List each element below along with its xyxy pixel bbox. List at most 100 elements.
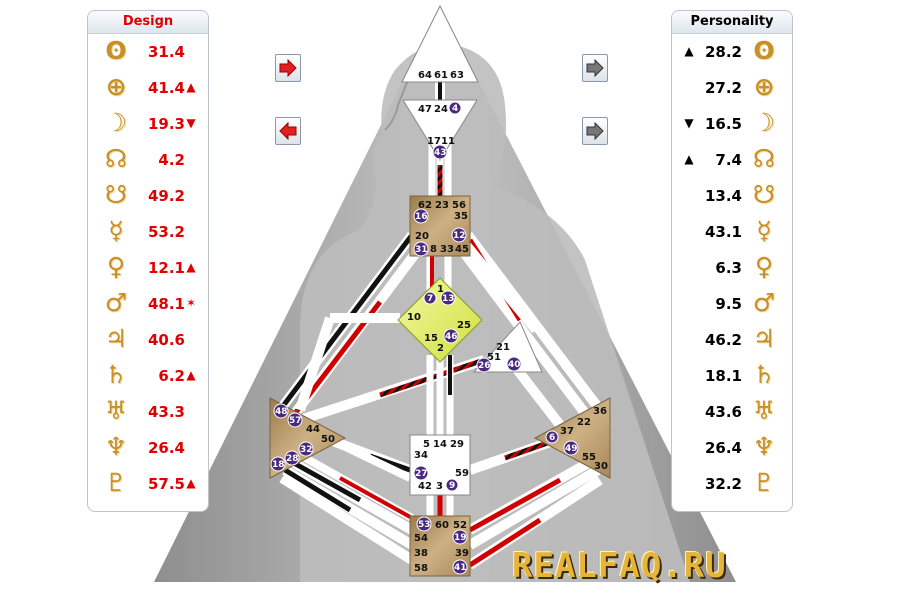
design-row-venus: ♀12.1▲	[88, 250, 208, 286]
gate-53-badge	[416, 516, 432, 532]
neptune-icon: ♆	[104, 432, 128, 461]
mars-icon: ♂	[104, 288, 128, 317]
sun-icon: ʘ	[753, 36, 775, 65]
gate-6-badge	[545, 430, 559, 444]
gate-46-badge	[443, 328, 459, 344]
design-prev-button[interactable]	[275, 117, 301, 145]
gate-27-badge	[413, 465, 429, 481]
g-center[interactable]: 1 7 13 10 25 15 46 2	[397, 277, 483, 363]
personality-row-saturn: ♄18.1	[672, 358, 792, 394]
gate-value: 16.5	[704, 115, 742, 133]
personality-row-neptune: ♆26.4	[672, 430, 792, 466]
gate-7: 7	[427, 294, 433, 304]
gate-32: 32	[300, 445, 313, 455]
gate-30: 30	[594, 461, 608, 472]
fixation-marker: ▲	[186, 80, 196, 94]
gate-value: 27.2	[704, 79, 742, 97]
gate-value: 32.2	[704, 475, 742, 493]
gate-17: 17	[427, 136, 441, 147]
gate-38: 38	[414, 548, 428, 559]
gate-21: 21	[496, 342, 510, 353]
gate-36: 36	[593, 406, 607, 417]
solar-plexus-center[interactable]: 36 22 37 6 49 55 30	[533, 397, 611, 479]
next-arrow-icon	[279, 59, 297, 77]
prev-arrow-icon	[279, 122, 297, 140]
gate-value: 28.2	[704, 43, 742, 61]
gate-value: 26.4	[704, 439, 742, 457]
design-row-moon: ☽19.3▼	[88, 106, 208, 142]
gate-33: 33	[440, 244, 454, 255]
mercury-icon: ☿	[756, 216, 772, 245]
gate-43: 43	[434, 148, 447, 158]
gate-56: 56	[452, 200, 466, 211]
personality-next-button[interactable]	[582, 54, 608, 82]
gate-9: 9	[449, 481, 455, 491]
north-node-icon: ☊	[104, 144, 128, 173]
gate-15: 15	[424, 333, 438, 344]
fixation-marker: ▲	[186, 476, 196, 490]
personality-row-uranus: ♅ 43.6	[672, 394, 792, 430]
pluto-icon: ♇	[752, 468, 776, 497]
gate-49-badge	[563, 440, 579, 456]
personality-row-south-node: ☋13.4	[672, 178, 792, 214]
gate-29: 29	[450, 439, 464, 450]
root-center[interactable]: 53 60 52 54 19 38 39 58 41	[409, 515, 471, 577]
gate-value: 53.2	[147, 223, 185, 241]
personality-forward-button[interactable]	[582, 117, 608, 145]
gate-43-badge	[432, 144, 448, 160]
personality-title: Personality	[672, 11, 792, 34]
design-row-mercury: ☿ 53.2	[88, 214, 208, 250]
head-center[interactable]: 64 61 63	[401, 4, 479, 83]
fixation-marker: ▲	[684, 44, 694, 58]
design-row-jupiter: ♃40.6	[88, 322, 208, 358]
gate-18-badge	[270, 456, 286, 472]
personality-row-venus: ♀6.3	[672, 250, 792, 286]
sacral-center[interactable]: 5 14 29 34 27 59 42 3 9	[409, 434, 471, 496]
fixation-marker: ▲	[684, 152, 694, 166]
gate-40: 40	[508, 360, 521, 370]
gate-57: 57	[289, 416, 302, 426]
gate-12: 12	[453, 231, 466, 241]
personality-row-mercury: ☿ 43.1	[672, 214, 792, 250]
earth-icon: ⊕	[753, 72, 775, 101]
personality-row-earth: ⊕ 27.2	[672, 70, 792, 106]
jupiter-icon: ♃	[104, 324, 128, 353]
gate-value: 46.2	[704, 331, 742, 349]
gate-6: 6	[549, 433, 555, 443]
gate-50: 50	[321, 434, 335, 445]
personality-row-north-node: ☊7.4▲	[672, 142, 792, 178]
mercury-icon: ☿	[108, 216, 124, 245]
next-arrow-icon	[586, 59, 604, 77]
personality-row-jupiter: ♃ 46.2	[672, 322, 792, 358]
design-row-uranus: ♅43.3	[88, 394, 208, 430]
fixation-marker: ▼	[186, 116, 196, 130]
ajna-center[interactable]: 47 24 4 17 11 43	[402, 99, 478, 161]
gate-value: 19.3	[147, 115, 185, 133]
gate-37: 37	[560, 426, 574, 437]
gate-39: 39	[455, 548, 469, 559]
gate-value: 43.1	[704, 223, 742, 241]
saturn-icon: ♄	[752, 360, 776, 389]
gate-61: 61	[434, 70, 448, 81]
gate-value: 6.2	[158, 367, 185, 385]
uranus-icon: ♅	[752, 396, 776, 425]
gate-57-badge	[287, 412, 303, 428]
gate-26-badge	[476, 357, 492, 373]
gate-value: 43.6	[704, 403, 742, 421]
jupiter-icon: ♃	[752, 324, 776, 353]
north-node-icon: ☊	[752, 144, 776, 173]
fixation-marker: ▼	[684, 116, 694, 130]
gate-62: 62	[418, 200, 432, 211]
gate-45: 45	[455, 244, 469, 255]
pluto-icon: ♇	[104, 468, 128, 497]
spleen-center[interactable]: 48 57 44 50 32 28 18	[269, 397, 347, 479]
gate-value: 9.5	[715, 295, 742, 313]
throat-center[interactable]: 62 23 56 16 35 20 12 31 8 33 45	[409, 195, 471, 257]
personality-row-sun: ʘ 28.2 ▲	[672, 34, 792, 70]
watermark-logo: REALFAQ.RU	[512, 546, 727, 586]
heart-center[interactable]: 21 51 26 40	[472, 321, 543, 373]
venus-icon: ♀	[754, 252, 774, 281]
venus-icon: ♀	[106, 252, 126, 281]
design-next-button[interactable]	[275, 54, 301, 82]
